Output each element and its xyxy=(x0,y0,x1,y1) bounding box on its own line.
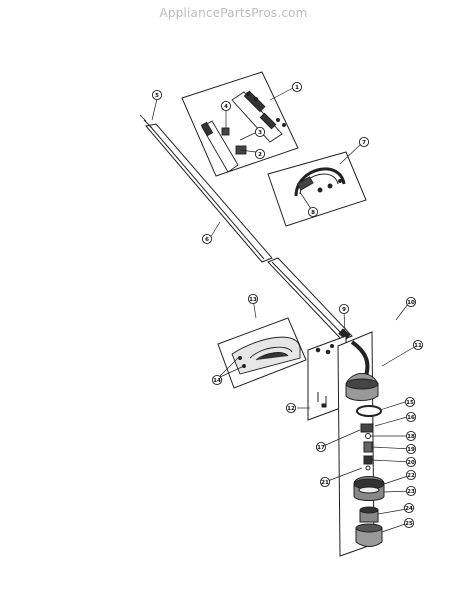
leader-lines xyxy=(151,87,417,533)
svg-text:25: 25 xyxy=(405,521,413,527)
svg-text:3: 3 xyxy=(258,130,262,136)
svg-text:14: 14 xyxy=(213,378,221,384)
callout-3: 3 xyxy=(254,126,266,138)
svg-text:10: 10 xyxy=(407,300,415,306)
deflector-box xyxy=(217,317,307,389)
callout-2: 2 xyxy=(254,148,266,160)
svg-text:11: 11 xyxy=(414,343,422,349)
svg-text:16: 16 xyxy=(407,415,415,421)
svg-text:1: 1 xyxy=(295,85,299,91)
callout-4: 4 xyxy=(220,100,232,112)
callout-1: 1 xyxy=(291,81,303,93)
bail-handle-box xyxy=(267,151,367,227)
callout-9: 9 xyxy=(338,303,350,315)
svg-text:7: 7 xyxy=(362,140,366,146)
callout-19: 19 xyxy=(405,443,417,455)
svg-text:23: 23 xyxy=(407,489,415,495)
gear-head-box xyxy=(337,331,385,557)
callout-20: 20 xyxy=(405,456,417,468)
svg-text:19: 19 xyxy=(407,447,415,453)
svg-text:9: 9 xyxy=(342,307,346,313)
callout-23: 23 xyxy=(405,485,417,497)
svg-text:6: 6 xyxy=(205,237,209,243)
callouts: 1 2 3 4 5 6 7 8 9 10 11 12 13 14 15 16 1… xyxy=(151,81,424,529)
svg-text:22: 22 xyxy=(407,473,415,479)
callout-17: 17 xyxy=(315,441,327,453)
svg-text:4: 4 xyxy=(224,104,228,110)
svg-text:12: 12 xyxy=(287,406,295,412)
svg-text:21: 21 xyxy=(321,480,329,486)
svg-text:24: 24 xyxy=(405,506,413,512)
callout-14: 14 xyxy=(211,374,223,386)
callout-16: 16 xyxy=(405,411,417,423)
svg-text:2: 2 xyxy=(258,152,262,158)
svg-text:8: 8 xyxy=(311,210,315,216)
site-watermark: AppliancePartsPros.com xyxy=(159,6,308,20)
callout-5: 5 xyxy=(151,89,163,101)
callout-24: 24 xyxy=(403,502,415,514)
svg-text:13: 13 xyxy=(249,297,257,303)
svg-text:20: 20 xyxy=(407,460,415,466)
callout-12: 12 xyxy=(285,402,297,414)
mounting-plate xyxy=(307,335,347,421)
callout-22: 22 xyxy=(405,469,417,481)
callout-10: 10 xyxy=(405,296,417,308)
callout-21: 21 xyxy=(319,476,331,488)
callout-15: 15 xyxy=(404,396,416,408)
callout-8: 8 xyxy=(307,206,319,218)
callout-7: 7 xyxy=(358,136,370,148)
callout-18: 18 xyxy=(405,430,417,442)
callout-6: 6 xyxy=(201,233,213,245)
svg-text:18: 18 xyxy=(407,434,415,440)
callout-13: 13 xyxy=(247,293,259,305)
callout-25: 25 xyxy=(403,517,415,529)
upper-shaft xyxy=(139,114,273,263)
lower-shaft xyxy=(267,257,353,341)
handle-assembly-box xyxy=(181,71,299,177)
svg-text:5: 5 xyxy=(155,93,159,99)
handle-part xyxy=(200,90,286,173)
svg-text:15: 15 xyxy=(406,400,414,406)
svg-text:17: 17 xyxy=(317,445,325,451)
callout-11: 11 xyxy=(412,339,424,351)
